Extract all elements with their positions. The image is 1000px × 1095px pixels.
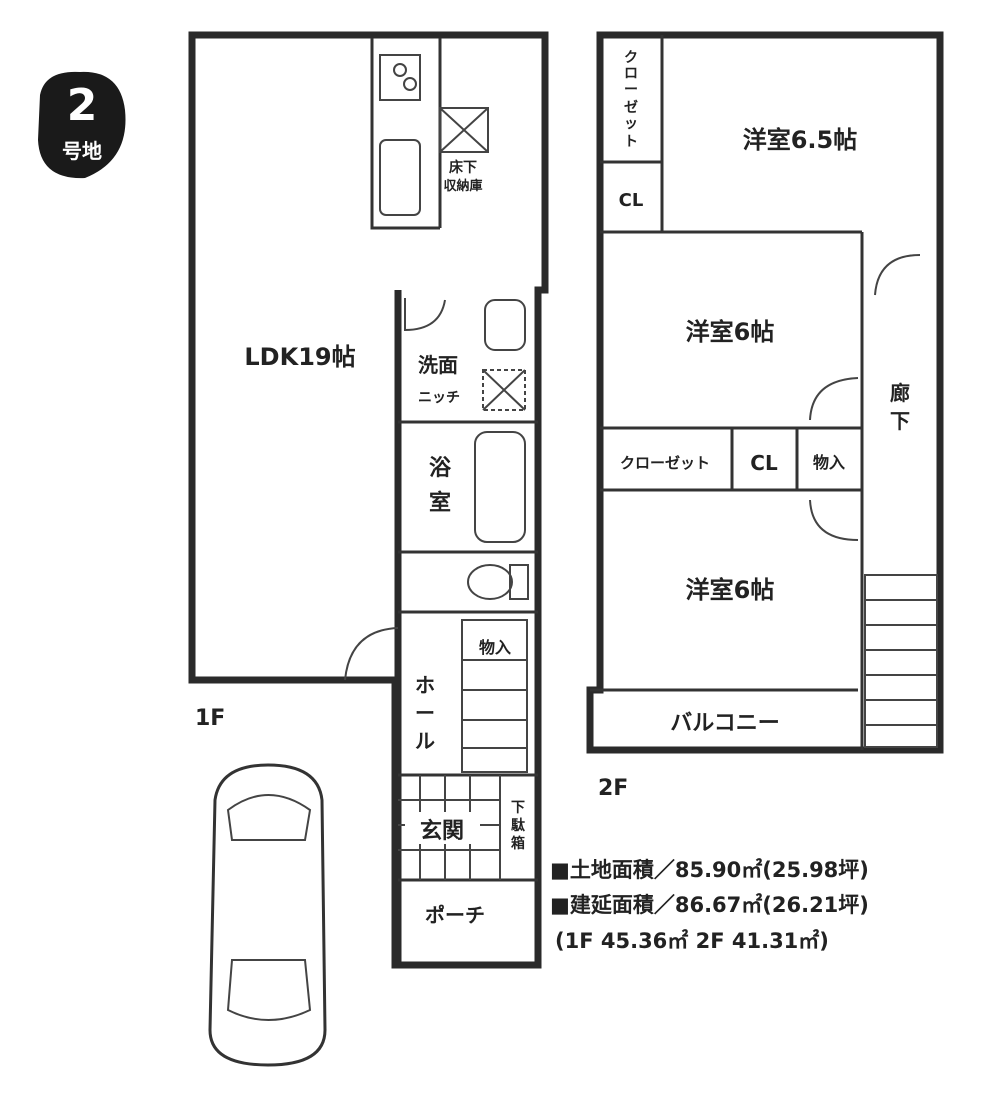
closet-vertical-text: ク ロ ー ゼ ッ ト [624, 50, 638, 150]
room-hall-3: ル [415, 729, 435, 753]
room-bath: 浴 [429, 456, 452, 481]
closet-v-4: ッ [624, 116, 638, 132]
floor1-outer-wall [188, 31, 549, 969]
niche-label: ニッチ [418, 390, 460, 406]
area-info: ■土地面積／85.90㎡(25.98坪) ■建延面積／86.67㎡(26.21坪… [550, 858, 869, 953]
room-western-6-5: 洋室6.5帖 [743, 126, 858, 154]
lot-badge: 2 号地 [38, 71, 126, 179]
partition-walls [398, 420, 538, 882]
floor-area-breakdown: (1F 45.36㎡ 2F 41.31㎡) [555, 929, 829, 953]
closet-v-0: ク [624, 50, 638, 66]
underfloor-storage-label-2: 収納庫 [443, 178, 482, 194]
room-hall-2: ー [415, 701, 435, 725]
room-western-6-lower: 洋室6帖 [686, 576, 775, 604]
floor2-partitions [590, 35, 864, 750]
land-area-text: ■土地面積／85.90㎡(25.98坪) [550, 858, 869, 882]
floor1-label: 1F [195, 706, 225, 731]
floor-area-text: ■建延面積／86.67㎡(26.21坪) [550, 893, 869, 917]
room-corridor-2: 下 [890, 409, 910, 433]
floor-2: ク ロ ー ゼ ッ ト CL 洋室6.5帖 洋室6帖 廊 下 クローゼット CL… [586, 31, 944, 801]
sink-icon [379, 139, 421, 216]
room-cl-top: CL [619, 190, 644, 211]
washer-icon [482, 369, 526, 411]
room-closet: クローゼット [620, 454, 710, 472]
room-western-6-upper: 洋室6帖 [686, 318, 775, 346]
door-swing-icons [809, 254, 921, 541]
room-balcony: バルコニー [670, 711, 780, 736]
closet-v-2: ー [624, 82, 638, 98]
room-corridor: 廊 [890, 381, 910, 405]
floor2-label: 2F [598, 776, 628, 801]
stove-icon [379, 54, 421, 101]
front-door-swing-icon [344, 627, 399, 681]
room-washroom: 洗面 [418, 353, 458, 377]
room-porch: ポーチ [425, 903, 485, 927]
underfloor-storage-hatch-icon [439, 107, 489, 153]
lot-suffix: 号地 [62, 139, 102, 163]
stairs-2f-icon [864, 574, 938, 748]
shoe-box-label-2: 駄 [511, 817, 526, 834]
room-storage-1f: 物入 [479, 638, 511, 657]
car-icon [208, 763, 327, 1067]
washbasin-icon [484, 299, 526, 351]
closet-v-5: ト [624, 134, 638, 150]
bathtub-icon [474, 431, 526, 543]
floor-1: 床下 収納庫 LDK19帖 洗面 ニッチ 浴 室 物入 ホ ー ル 玄関 下 駄… [188, 31, 549, 969]
room-cl-mid: CL [750, 451, 778, 475]
room-ldk: LDK19帖 [244, 343, 355, 371]
room-bath-2: 室 [429, 490, 451, 516]
shoe-box-label: 下 [511, 800, 525, 816]
room-storage-2f: 物入 [813, 453, 845, 472]
stairs-icon [461, 619, 528, 773]
door-swing-icon [404, 298, 446, 332]
room-entrance: 玄関 [420, 818, 464, 844]
lot-number: 2 [67, 80, 98, 131]
closet-v-1: ロ [624, 66, 638, 82]
toilet-icon [467, 564, 529, 600]
underfloor-storage-label: 床下 [449, 159, 477, 176]
room-hall: ホ [415, 673, 435, 697]
closet-v-3: ゼ [624, 99, 638, 116]
shoe-box-label-3: 箱 [511, 835, 525, 852]
